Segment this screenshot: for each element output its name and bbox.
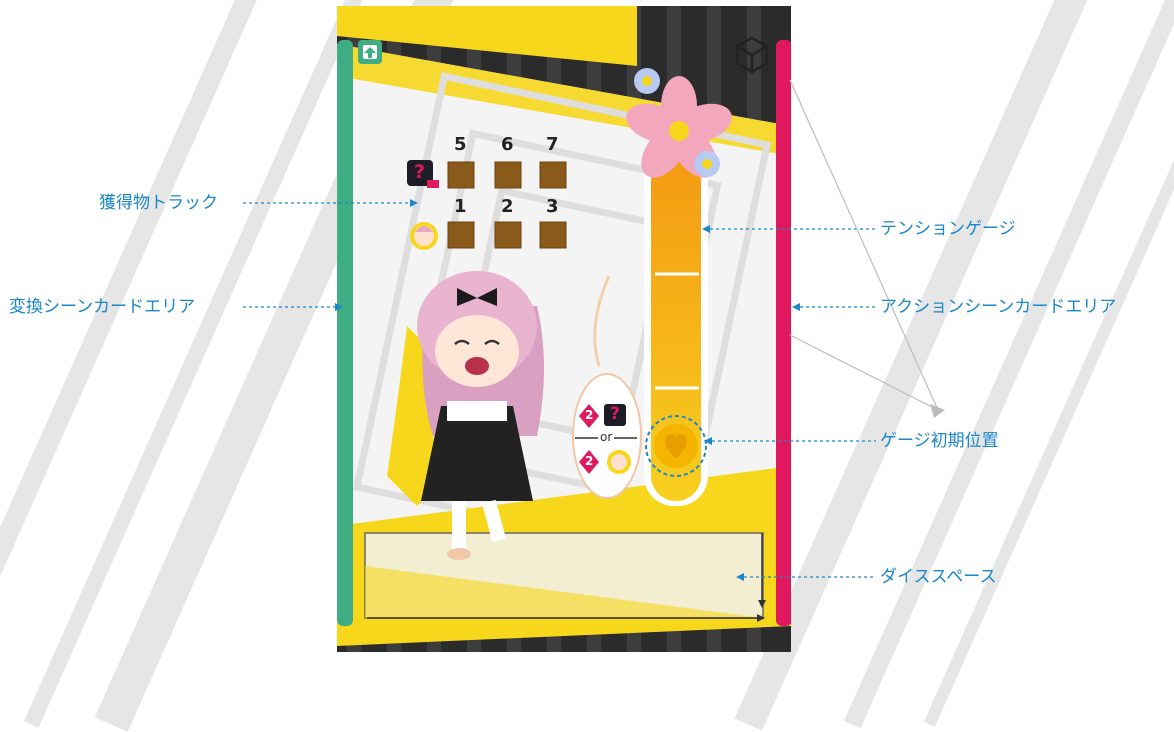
arrow-right-icon: [410, 199, 418, 207]
label-tension-gauge: テンションゲージ: [880, 219, 1016, 239]
track-slot[interactable]: [447, 221, 475, 249]
track-slot[interactable]: [494, 221, 522, 249]
label-transform-card-area: 変換シーンカードエリア: [9, 297, 196, 317]
board-art: [337, 6, 791, 652]
ribbon-icon: [457, 288, 497, 306]
corner-arrow-icon[interactable]: [358, 40, 382, 64]
arrow-left-icon: [792, 303, 800, 311]
track-number-1: 1: [454, 196, 467, 217]
label-acquisition-track: 獲得物トラック: [99, 193, 218, 213]
acquisition-track: [407, 160, 567, 250]
dice-cube-icon: [735, 36, 769, 74]
gauge-initial-highlight: [645, 415, 707, 477]
board-yellow-top: [337, 6, 637, 66]
annotation-lines: [243, 79, 945, 581]
choice-count-top: 2: [585, 408, 594, 422]
arrow-down-icon: [758, 600, 766, 608]
track-number-5: 5: [454, 134, 467, 155]
arrow-right-icon: [335, 303, 343, 311]
label-gauge-initial: ゲージ初期位置: [880, 431, 999, 451]
track-number-6: 6: [501, 134, 514, 155]
track-number-2: 2: [501, 196, 514, 217]
or-text: or: [598, 430, 615, 444]
arrow-right-icon: [757, 614, 765, 622]
arrow-left-icon: [736, 573, 744, 581]
action-card-area[interactable]: [776, 40, 791, 626]
arrow-gray-icon: [930, 404, 945, 418]
track-slot[interactable]: [494, 161, 522, 189]
track-number-3: 3: [546, 196, 559, 217]
arrow-left-icon: [704, 437, 712, 445]
track-slot[interactable]: [447, 161, 475, 189]
choice-count-bottom: 2: [585, 454, 594, 468]
track-slot[interactable]: [539, 161, 567, 189]
flower-icon: [626, 68, 732, 178]
game-board: 5 6 7 1 2 3 ? ? 2 2 or: [337, 6, 791, 652]
character-illustration: [387, 271, 544, 560]
gray-guide-lines: [789, 79, 939, 411]
mystery-mark-choice: ?: [610, 404, 620, 424]
label-dice-space: ダイススペース: [880, 567, 997, 587]
tension-gauge: [644, 146, 708, 506]
label-action-card-area: アクションシーンカードエリア: [880, 297, 1117, 317]
arrow-left-icon: [702, 225, 710, 233]
character-face-icon: [410, 222, 438, 250]
mystery-mark: ?: [414, 161, 426, 183]
mystery-card-icon: [407, 160, 439, 188]
track-number-7: 7: [546, 134, 559, 155]
dice-space-shade: [365, 566, 763, 618]
track-slot[interactable]: [539, 221, 567, 249]
transform-card-area[interactable]: [337, 40, 353, 626]
